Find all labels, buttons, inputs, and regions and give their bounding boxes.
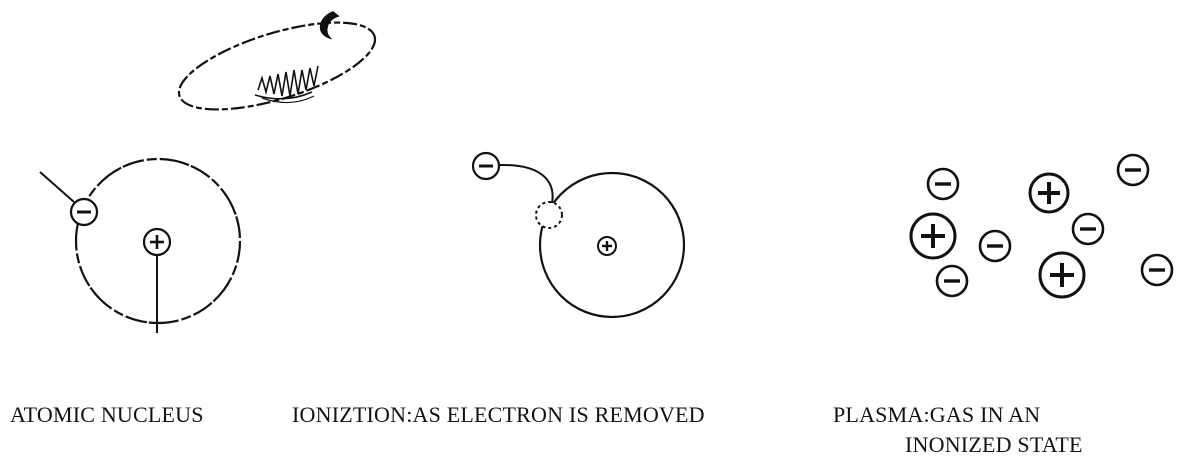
caption-plasma-line-1: PLASMA:GAS IN AN [833,402,1041,427]
plasma-proton-icon [1028,172,1070,214]
caption-ionization: IONIZTION:AS ELECTRON IS REMOVED [292,402,705,427]
ion-proton-icon [597,236,617,256]
electron-escape-path [498,163,554,204]
plasma-panel [909,153,1174,299]
electron-pointer-line [39,171,75,203]
plasma-proton-icon [909,212,957,260]
sketch-orbit-ellipse [177,21,377,111]
orbit-sketch [177,11,377,111]
plasma-electron-icon [926,167,960,201]
caption-plasma-line-2: INONIZED STATE [905,432,1083,457]
ion-orbit [538,171,686,319]
plasma-electron-icon [935,264,969,298]
sketch-scribble-nucleus [254,65,319,104]
electron-icon [69,197,99,227]
plasma-electron-icon [1071,212,1105,246]
removed-electron-icon [471,151,501,181]
sketch-crescent-icon [319,11,340,40]
atom-panel [39,157,242,333]
caption-atomic-nucleus: ATOMIC NUCLEUS [10,402,204,427]
plasma-electron-icon [1140,253,1174,287]
vacancy-dashed-circle [535,201,563,229]
plasma-electron-icon [1116,153,1150,187]
ionization-panel [471,151,686,319]
plasma-electron-icon [978,229,1012,263]
plasma-proton-icon [1038,251,1086,299]
nucleus-proton-icon [142,227,172,257]
